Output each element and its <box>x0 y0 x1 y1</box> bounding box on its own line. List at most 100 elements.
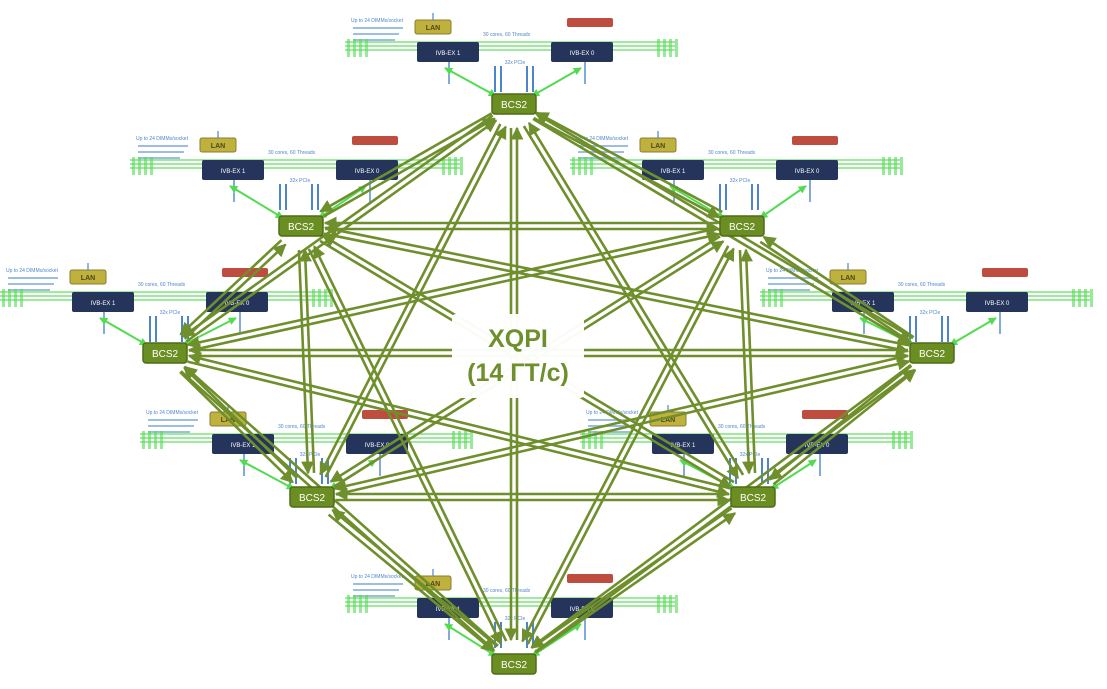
edge-connector <box>1078 289 1081 307</box>
edge-connector <box>657 595 660 613</box>
xqpi-link <box>187 360 731 498</box>
bcs2-hub-box <box>491 653 537 675</box>
pcie-text: 32x PCIe <box>730 178 751 184</box>
edge-connector <box>780 289 783 307</box>
pcie-text: 32x PCIe <box>290 178 311 184</box>
edge-connector <box>910 431 913 449</box>
edge-connector <box>590 157 593 175</box>
edge-connector <box>353 595 356 613</box>
xqpi-link <box>521 245 730 643</box>
edge-connector <box>900 157 903 175</box>
cpu-hub-link <box>99 317 148 346</box>
cpu-box-right: IVB-EX 0 <box>776 160 838 180</box>
edge-connector <box>448 157 451 175</box>
cpu-left-label: IVB-EX 1 <box>221 169 246 175</box>
module-info-text: Up to 24 DIMMs/socket <box>766 268 819 274</box>
cpu-box-right: IVB-EX 0 <box>966 292 1028 312</box>
edge-connector <box>154 431 157 449</box>
lan-label: LAN <box>841 275 855 282</box>
bcs2-hub: BCS2 <box>730 486 776 508</box>
xqpi-link <box>331 508 499 648</box>
cpu-box-left: IVB-EX 1 <box>202 160 264 180</box>
cpu-box-right: IVB-EX 0 <box>336 160 398 180</box>
edge-connector <box>150 157 153 175</box>
cpu-hub-link <box>949 317 997 346</box>
cpu-box-left: IVB-EX 1 <box>642 160 704 180</box>
edge-connector <box>144 157 147 175</box>
module-info-text: Up to 24 DIMMs/socket <box>586 410 639 416</box>
xqpi-link <box>186 226 719 349</box>
edge-connector <box>594 431 597 449</box>
edge-connector <box>762 289 765 307</box>
xqpi-link <box>180 370 496 652</box>
edge-connector <box>464 431 467 449</box>
pcie-text: 32x PCIe <box>505 60 526 66</box>
bcs2-hub: BCS2 <box>142 342 188 364</box>
edge-connector <box>582 431 585 449</box>
xqpi-link <box>759 240 912 344</box>
xqpi-link <box>333 354 909 493</box>
lan-box: LAN <box>829 269 867 285</box>
bcs2-hub-box <box>909 342 955 364</box>
bcs2-hub-box <box>278 215 324 237</box>
edge-connector <box>160 431 163 449</box>
cpu-hub-link <box>318 185 367 219</box>
cpu-right-label: IVB-EX 0 <box>365 443 390 449</box>
cpu-hub-link <box>229 185 284 219</box>
bcs2-hub-box <box>491 93 537 115</box>
edge-connector <box>675 595 678 613</box>
bcs2-hub: BCS2 <box>491 93 537 115</box>
cpu-hub-link <box>239 459 295 490</box>
xqpi-link <box>323 232 910 356</box>
bcs2-hub-label: BCS2 <box>299 493 326 504</box>
xqpi-link <box>179 371 294 484</box>
cpu-left-label: IVB-EX 1 <box>661 169 686 175</box>
edge-connector <box>14 289 17 307</box>
edge-connector <box>8 289 11 307</box>
xqpi-link <box>527 121 745 476</box>
cpu-right-label: IVB-EX 0 <box>805 443 830 449</box>
edge-connector <box>132 157 135 175</box>
xqpi-link <box>298 248 316 473</box>
xqpi-link <box>183 243 287 340</box>
edge-connector <box>675 39 678 57</box>
cpu-hub-link <box>759 185 807 219</box>
bcs2-hub: BCS2 <box>491 653 537 675</box>
cpu-left-label: IVB-EX 1 <box>671 443 696 449</box>
lan-box: LAN <box>639 137 677 153</box>
bcs2-hub-box <box>730 486 776 508</box>
red-status-box <box>792 136 838 145</box>
bcs2-hub-box <box>719 215 765 237</box>
cpu-right-label: IVB-EX 0 <box>795 169 820 175</box>
edge-connector <box>458 431 461 449</box>
lan-box: LAN <box>69 269 107 285</box>
edge-connector <box>347 595 350 613</box>
cores-text: 30 cores, 60 Threads <box>718 424 766 430</box>
xqpi-link <box>319 123 502 476</box>
edge-connector <box>142 431 145 449</box>
cpu-box-left: IVB-EX 1 <box>72 292 134 312</box>
lan-label: LAN <box>661 417 675 424</box>
lan-label: LAN <box>426 581 440 588</box>
edge-connector <box>898 431 901 449</box>
edge-connector <box>365 39 368 57</box>
xqpi-link <box>188 230 721 353</box>
edge-connector <box>20 289 23 307</box>
edge-connector <box>2 289 5 307</box>
red-status-box <box>982 268 1028 277</box>
cpu-box-left: IVB-EX 1 <box>417 42 479 62</box>
xqpi-link <box>323 223 910 347</box>
edge-connector <box>892 431 895 449</box>
edge-connector <box>359 39 362 57</box>
xqpi-link <box>530 363 912 649</box>
pcie-text: 32x PCIe <box>920 310 941 316</box>
edge-connector <box>347 39 350 57</box>
edge-connector <box>324 289 327 307</box>
xqpi-links <box>179 111 917 654</box>
xqpi-link <box>183 365 499 647</box>
